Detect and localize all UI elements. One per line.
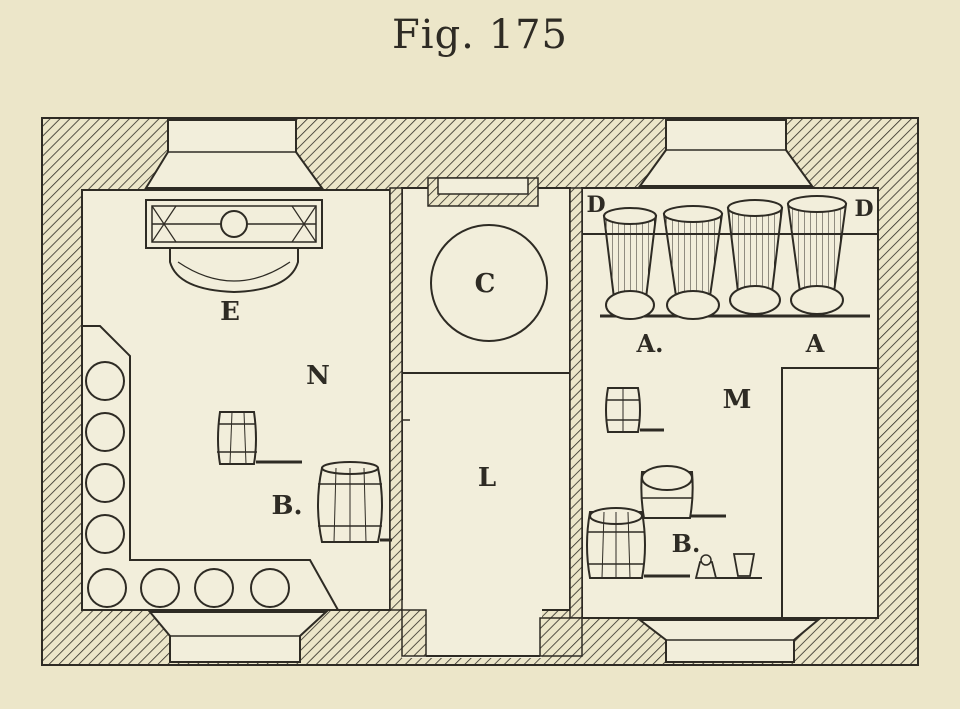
barrels — [217, 387, 762, 579]
label-b-right: B. — [672, 529, 701, 558]
label-b-left: B. — [271, 491, 302, 521]
vat-stand — [81, 325, 340, 611]
label-a-left: A. — [636, 329, 664, 358]
label-d-left: D — [586, 192, 605, 218]
partitions — [389, 187, 583, 657]
label-d-right: D — [854, 196, 873, 222]
barrel-side-m — [640, 465, 726, 519]
chimneys — [144, 119, 821, 663]
circle-c — [430, 224, 548, 342]
label-n: N — [306, 361, 330, 391]
door-panel-m — [781, 367, 879, 619]
barrel-small-m — [605, 387, 664, 433]
label-m: M — [723, 385, 752, 415]
vessel-shelf — [582, 195, 878, 320]
labels: E N B. C L D D A. A M B. — [220, 192, 873, 558]
stove-apparatus — [145, 199, 323, 294]
label-c: C — [475, 269, 496, 299]
label-e: E — [220, 297, 240, 327]
label-l: L — [478, 463, 496, 493]
barrel-large-n — [317, 461, 392, 543]
barrel-large-m — [586, 507, 690, 579]
barrel-small-n — [217, 411, 302, 465]
label-a-right: A — [805, 329, 825, 358]
jugs — [694, 553, 762, 579]
figure-title: Fig. 175 — [392, 12, 568, 58]
